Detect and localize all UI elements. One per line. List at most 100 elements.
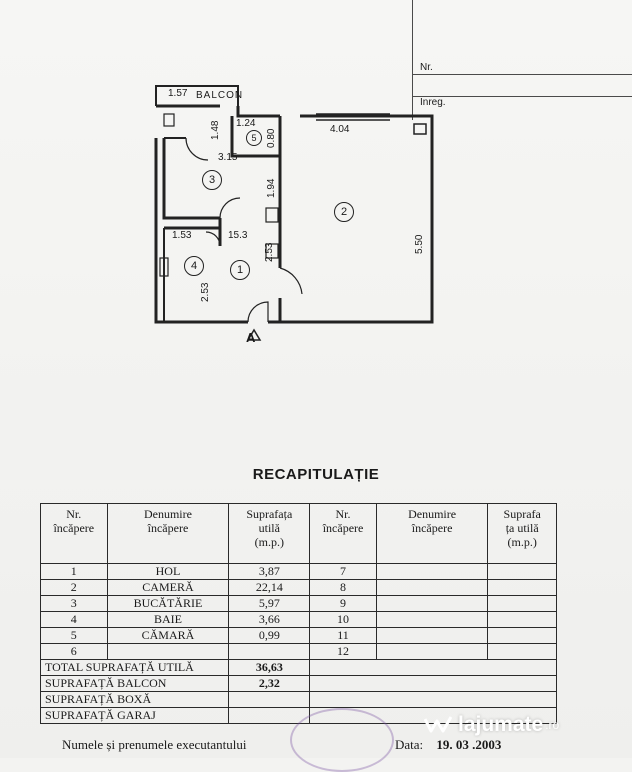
recap-title: RECAPITULAȚIE [252,466,380,483]
lajumate-logo-icon [424,716,452,733]
cell-empty [309,691,557,708]
cell-empty [375,563,489,580]
watermark-brand: lajumate [458,713,544,736]
cell-empty [487,611,557,628]
dim-1-48: 1.48 [210,120,221,140]
cell-name: BAIE [106,611,230,628]
header-suprafata-2: Suprafa ța utilă (m.p.) [487,503,557,564]
cell-area: 22,14 [228,579,311,596]
table-row: 2 CAMERĂ 22,14 8 [40,579,557,596]
cell-name: CAMERĂ [106,579,230,596]
margin-inreg-label: Inreg. [420,97,446,108]
date-label: Data: [395,737,424,752]
cell-area [228,643,311,660]
dim-15-3: 15.3 [228,230,248,241]
date-value: 19. 03 .2003 [436,737,502,752]
cell-area: 5,97 [228,595,311,612]
balcon-value: 2,32 [228,675,311,692]
table-row: 6 12 [40,643,557,660]
margin-line [412,74,632,75]
dim-1-53: 1.53 [172,230,192,241]
cell-nr-2: 10 [309,611,377,628]
balcon-row: SUPRAFAȚĂ BALCON 2,32 [39,675,557,692]
cell-name: HOL [106,563,230,580]
cell-empty [375,579,489,596]
cell-empty [487,563,557,580]
room-number-4: 4 [184,256,204,276]
room-number-1: 1 [230,260,250,280]
cell-empty [228,691,311,708]
header-nr-2: Nr. încăpere [309,503,377,564]
boxa-label: SUPRAFAȚĂ BOXĂ [39,691,230,708]
cell-nr: 3 [40,595,108,612]
cell-empty [487,579,557,596]
cell-nr-2: 7 [309,563,377,580]
floor-plan-drawing [154,85,434,341]
cell-nr-2: 12 [309,643,377,660]
dim-5-50: 5.50 [414,234,425,254]
footer-executant: Numele și prenumele executantului [62,737,247,752]
room-number-5: 5 [246,130,262,146]
dim-1-24: 1.24 [236,118,256,129]
stamp [290,708,394,772]
footer-date: Data: 19. 03 .2003 [395,737,501,753]
cell-empty [309,675,557,692]
balcon-label: SUPRAFAȚĂ BALCON [39,675,230,692]
cell-nr: 4 [40,611,108,628]
header-suprafata: Suprafața utilă (m.p.) [228,503,311,564]
dim-3-15: 3.15 [218,152,238,163]
header-denumire: Denumire încăpere [106,503,230,564]
cell-empty [375,595,489,612]
cell-area: 0,99 [228,627,311,644]
cell-empty [309,659,557,676]
cell-empty [375,611,489,628]
garaj-label: SUPRAFAȚĂ GARAJ [39,707,230,724]
cell-nr-2: 8 [309,579,377,596]
boxa-row: SUPRAFAȚĂ BOXĂ [39,691,557,708]
cell-area: 3,87 [228,563,311,580]
total-label: TOTAL SUPRAFAȚĂ UTILĂ [39,659,230,676]
header-nr: Nr. încăpere [40,503,108,564]
table-row: 3 BUCĂTĂRIE 5,97 9 [40,595,557,612]
margin-line [412,96,632,97]
cell-empty [487,627,557,644]
table-row: 5 CĂMARĂ 0,99 11 [40,627,557,644]
cell-nr: 6 [40,643,108,660]
cell-nr-2: 11 [309,627,377,644]
margin-box [412,0,632,120]
cell-nr: 1 [40,563,108,580]
table-row: 1 HOL 3,87 7 [40,563,557,580]
total-row: TOTAL SUPRAFAȚĂ UTILĂ 36,63 [39,659,557,676]
cell-area: 3,66 [228,611,311,628]
cell-empty [487,595,557,612]
recap-header-row: Nr. încăpere Denumire încăpere Suprafața… [40,503,557,564]
dim-4-04: 4.04 [330,124,350,135]
dim-2-53-hall: 2.53 [264,242,275,262]
cell-empty [487,643,557,660]
cell-nr-2: 9 [309,595,377,612]
header-denumire-2: Denumire încăpere [375,503,489,564]
total-value: 36,63 [228,659,311,676]
cell-empty [228,707,311,724]
dim-balcon-width: 1.57 [168,88,188,99]
cell-nr: 5 [40,627,108,644]
cell-name: CĂMARĂ [106,627,230,644]
dim-0-80: 0.80 [266,128,277,148]
table-row: 4 BAIE 3,66 10 [40,611,557,628]
entrance-mark: A [246,330,256,345]
recap-table: Nr. încăpere Denumire încăpere Suprafața… [39,503,557,724]
cell-name: BUCĂTĂRIE [106,595,230,612]
cell-name [106,643,230,660]
watermark-suffix: .ro [545,718,560,732]
room-number-2: 2 [334,202,354,222]
cell-empty [375,627,489,644]
dim-1-94: 1.94 [266,178,277,198]
cell-nr: 2 [40,579,108,596]
margin-nr-label: Nr. [420,62,433,73]
room-number-3: 3 [202,170,222,190]
watermark: lajumate.ro [424,713,559,737]
cell-empty [375,643,489,660]
floor-plan: 1.57 BALCON 1.48 1.24 0.80 4.04 3.15 1.9… [120,78,450,348]
balcon-label: BALCON [196,90,244,101]
